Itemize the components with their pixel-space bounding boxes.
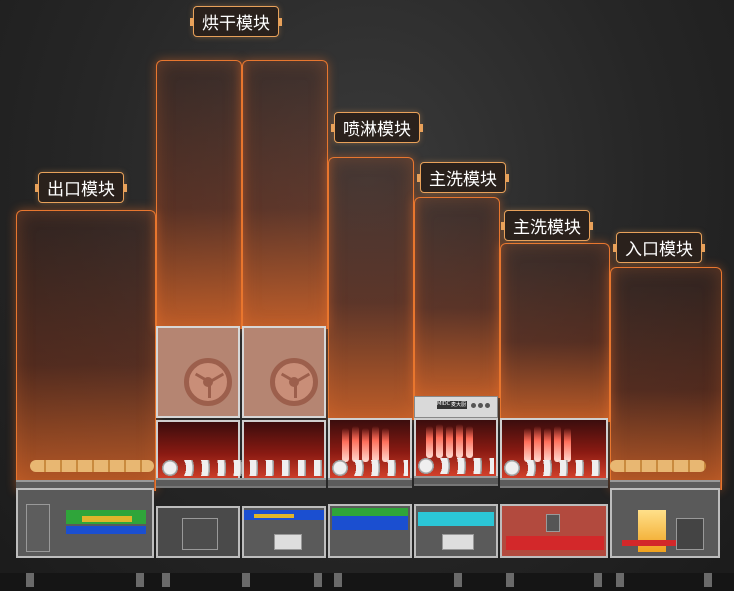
dry-module-label: 烘干模块 (190, 6, 282, 37)
main-wash-2-conveyor (500, 478, 608, 488)
outlet-glow-column (16, 210, 156, 491)
control-panel-brand: MIDC (437, 401, 451, 409)
outlet-pump (26, 504, 50, 552)
spray-jet (524, 428, 531, 462)
main-wash-2-dish-row (504, 460, 604, 476)
fan-icon (184, 358, 232, 406)
main-wash-2-valve (546, 514, 560, 532)
spray-dish-row (332, 460, 408, 476)
inlet-lower-cabinet (610, 488, 720, 558)
dry-module (156, 326, 326, 591)
spray-conveyor (328, 478, 412, 488)
inlet-pipe-red (622, 540, 692, 546)
spray-jet (362, 428, 369, 462)
outlet-pipe-blue (66, 526, 146, 534)
dry-leg (162, 573, 170, 587)
inlet-module-label: 入口模块 (613, 232, 705, 263)
main-wash-2-leg (594, 573, 602, 587)
main-wash-2-module (500, 418, 608, 591)
control-panel: MIDC 麦大厨 (414, 396, 498, 418)
dry-conveyor (156, 478, 326, 488)
control-knob[interactable] (478, 403, 483, 408)
spray-jet (382, 428, 389, 462)
spray-jet (372, 426, 379, 462)
spray-pipe-green (332, 508, 408, 516)
control-knob[interactable] (471, 403, 476, 408)
main-wash-2-glow-column (500, 243, 610, 422)
inlet-leg (616, 573, 624, 587)
main-wash-2-lower-cabinet (500, 504, 608, 558)
main-wash-1-dish-row (418, 458, 494, 474)
main-wash-1-pipe-cyan (418, 512, 494, 526)
spray-jet (466, 426, 473, 458)
dry-dish-row (162, 460, 322, 476)
outlet-pipe-yellow (82, 516, 132, 522)
dry-glow-column-left (156, 60, 242, 329)
main-wash-1-pump (442, 534, 474, 550)
outlet-leg (136, 573, 144, 587)
outlet-leg (26, 573, 34, 587)
main-wash-1-conveyor (414, 476, 498, 486)
dry-fan-box-left (156, 326, 240, 418)
spray-module-label: 喷淋模块 (331, 112, 423, 143)
dry-motor (182, 518, 218, 550)
outlet-module-label: 出口模块 (35, 172, 127, 203)
dry-lower-cabinet-right (242, 506, 326, 558)
outlet-tray-row (30, 460, 154, 472)
dry-pipe-yellow (254, 514, 294, 518)
spray-leg (334, 573, 342, 587)
fan-icon (270, 358, 318, 406)
main-wash-2-pipe-red (506, 536, 604, 550)
spray-jet (544, 428, 551, 462)
dry-pump (274, 534, 302, 550)
spray-module (328, 418, 412, 591)
spray-jet (564, 428, 571, 462)
dry-leg (314, 573, 322, 587)
spray-jet (446, 426, 453, 458)
main-wash-1-leg (454, 573, 462, 587)
main-wash-1-lower-cabinet (414, 504, 498, 558)
main-wash-1-glow-column (414, 197, 500, 398)
spray-jet (342, 428, 349, 462)
dry-fan-box-right (242, 326, 326, 418)
inlet-tray-row (610, 460, 706, 472)
spray-jet (436, 424, 443, 458)
dry-leg (242, 573, 250, 587)
inlet-leg (704, 573, 712, 587)
spray-jet (456, 424, 463, 458)
dry-lower-cabinet-left (156, 506, 240, 558)
main-wash-2-module-label: 主洗模块 (501, 210, 593, 241)
inlet-glow-column (610, 267, 722, 490)
inlet-pump (676, 518, 704, 550)
spray-jet (352, 426, 359, 462)
main-wash-2-leg (506, 573, 514, 587)
spray-lower-cabinet (328, 504, 412, 558)
spray-glow-column (328, 157, 414, 420)
spray-jet (534, 426, 541, 462)
outlet-module (16, 460, 154, 591)
main-wash-1-module: MIDC 麦大厨 (414, 396, 498, 591)
inlet-module (610, 460, 720, 591)
outlet-lower-cabinet (16, 488, 154, 558)
control-knob[interactable] (485, 403, 490, 408)
dry-glow-column-right (242, 60, 328, 329)
main-wash-1-module-label: 主洗模块 (417, 162, 509, 193)
spray-pipe-blue (332, 516, 408, 530)
control-panel-brand-cn: 麦大厨 (451, 401, 467, 409)
spray-jet (426, 426, 433, 458)
floor (0, 573, 734, 591)
spray-jet (554, 426, 561, 462)
